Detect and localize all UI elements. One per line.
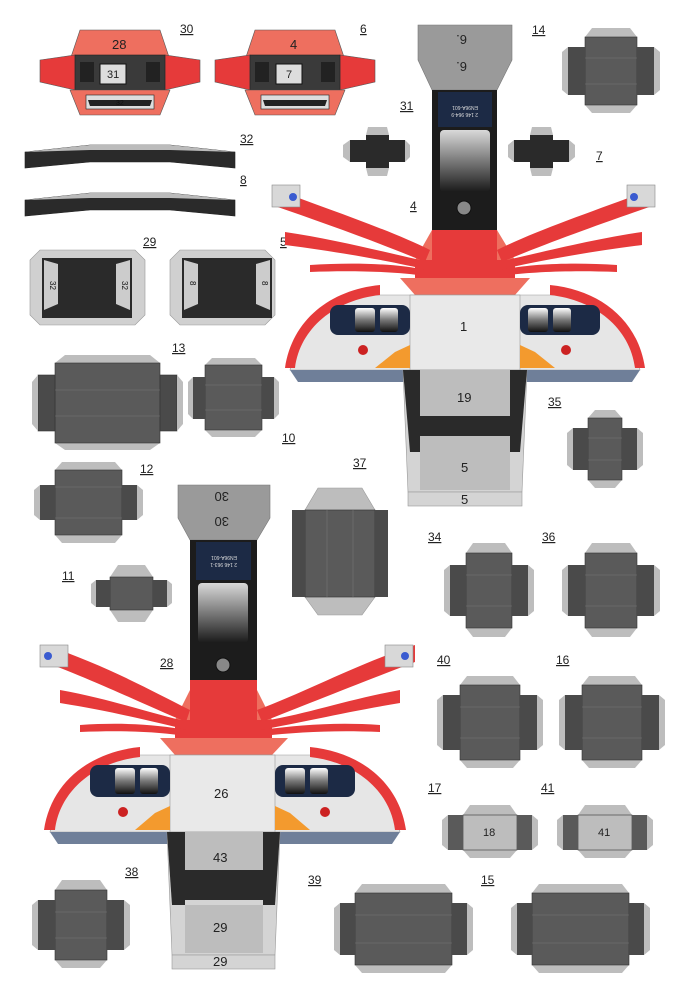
label-29: 29 — [143, 235, 157, 249]
side-32b: 32 — [120, 281, 129, 290]
face-1: 1 — [460, 319, 467, 334]
face-32: 32 — [116, 100, 124, 107]
face-43: 43 — [213, 850, 227, 865]
face-5a: 5 — [461, 460, 468, 475]
label-7: 7 — [596, 149, 603, 163]
part-10-box — [188, 358, 279, 437]
label-31: 31 — [400, 99, 414, 113]
part-12-box — [34, 462, 143, 543]
roof-text-top-b: 2 146 964-9 — [451, 111, 478, 117]
face-18: 18 — [483, 827, 495, 839]
part-26-locomotive-net: 30 30 EN96A-601 2 146 963-1 — [39, 484, 415, 970]
face-29b: 29 — [213, 954, 227, 969]
label-30: 30 — [180, 22, 194, 36]
part-11-box — [91, 565, 172, 622]
face-28: 28 — [112, 37, 126, 52]
side-8a: 8 — [188, 281, 197, 286]
label-14: 14 — [532, 23, 546, 37]
part-39-box — [334, 884, 473, 973]
label-6: 6 — [360, 22, 367, 36]
part-37-box — [292, 487, 388, 616]
part-4-cab-front: 4 7 8 — [214, 29, 376, 116]
part-13-box — [32, 355, 183, 450]
label-12: 12 — [140, 462, 154, 476]
label-40: 40 — [437, 653, 451, 667]
part-14-box — [562, 28, 660, 113]
face-8: 8 — [287, 101, 291, 108]
label-15: 15 — [481, 873, 495, 887]
part-16-box — [559, 676, 665, 768]
part-5-side: 8 8 — [169, 249, 276, 326]
label-28: 28 — [160, 656, 174, 670]
roof-text-top-a: EN96A-601 — [452, 104, 478, 110]
label-36: 36 — [542, 530, 556, 544]
part-7-box — [508, 127, 575, 176]
face-30a: 30 — [215, 489, 229, 504]
part-1-locomotive-net: 6. 6. EN96A-601 2 146 964-9 — [271, 24, 656, 507]
part-36-box — [562, 543, 660, 637]
face-5b: 5 — [461, 492, 468, 507]
part-18-box: 18 — [442, 805, 538, 858]
part-32-strip — [24, 144, 236, 169]
label-17: 17 — [428, 781, 442, 795]
part-29-side: 32 32 — [29, 249, 146, 326]
label-5: 5 — [280, 235, 287, 249]
label-38: 38 — [125, 865, 139, 879]
part-41-box: 41 — [557, 805, 653, 858]
label-11: 11 — [62, 569, 75, 583]
face-30b: 30 — [215, 514, 229, 529]
label-16: 16 — [556, 653, 570, 667]
face-7: 7 — [286, 69, 292, 81]
face-31: 31 — [107, 69, 119, 81]
part-38-box — [32, 880, 130, 968]
part-35-box — [567, 410, 643, 488]
side-8b: 8 — [260, 281, 269, 286]
face-6b: 6. — [456, 59, 467, 74]
part-40-box — [437, 676, 543, 768]
face-19: 19 — [457, 390, 471, 405]
label-41: 41 — [541, 781, 555, 795]
label-39: 39 — [308, 873, 322, 887]
label-37: 37 — [353, 456, 367, 470]
part-34-box — [444, 543, 534, 637]
label-35: 35 — [548, 395, 562, 409]
roof-text-bot-b: 2 146 963-1 — [210, 561, 237, 567]
face-29a: 29 — [213, 920, 227, 935]
side-32a: 32 — [48, 281, 57, 290]
part-15-box — [511, 884, 650, 973]
label-32: 32 — [240, 132, 254, 146]
label-13: 13 — [172, 341, 186, 355]
face-6a: 6. — [456, 32, 467, 47]
face-41: 41 — [598, 827, 610, 839]
roof-text-bot-a: EN96A-601 — [211, 554, 237, 560]
part-28-cab-front: 28 31 32 — [39, 29, 201, 116]
part-31-box — [343, 127, 410, 176]
label-34: 34 — [428, 530, 442, 544]
label-4: 4 — [410, 199, 417, 213]
label-10: 10 — [282, 431, 296, 445]
face-4: 4 — [290, 37, 297, 52]
label-8: 8 — [240, 173, 247, 187]
part-8-strip — [24, 192, 236, 217]
face-26: 26 — [214, 786, 228, 801]
